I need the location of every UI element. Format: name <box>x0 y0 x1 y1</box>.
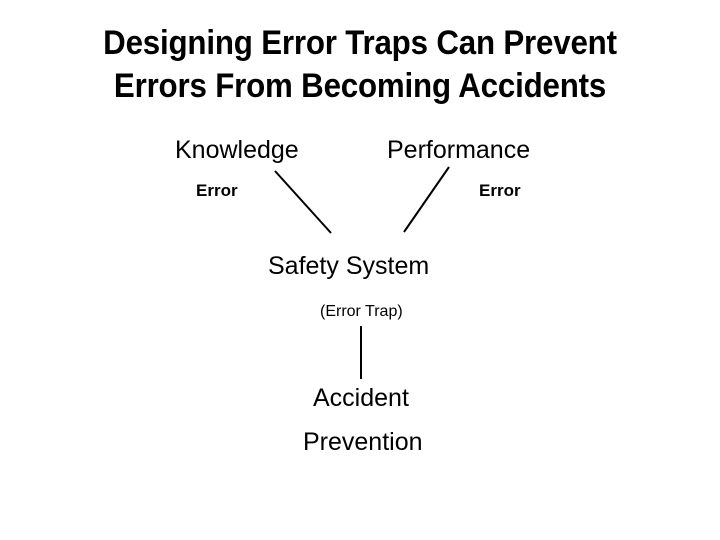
diagram-node-accident: Accident <box>313 384 409 412</box>
connector-knowledge-to-safety <box>274 170 332 234</box>
diagram-node-error-trap: (Error Trap) <box>320 303 403 320</box>
page-title: Designing Error Traps Can Prevent Errors… <box>0 22 720 108</box>
title-line-1: Designing Error Traps Can Prevent <box>103 24 617 62</box>
diagram-node-knowledge-error: Error <box>196 181 238 200</box>
title-line-2: Errors From Becoming Accidents <box>113 67 607 105</box>
diagram-node-knowledge: Knowledge <box>175 136 299 164</box>
diagram-node-safety-system: Safety System <box>268 252 430 280</box>
diagram-node-prevention: Prevention <box>303 428 423 456</box>
diagram-node-performance-error: Error <box>479 181 521 200</box>
diagram-node-performance: Performance <box>387 136 531 164</box>
connector-performance-to-safety <box>403 166 450 233</box>
